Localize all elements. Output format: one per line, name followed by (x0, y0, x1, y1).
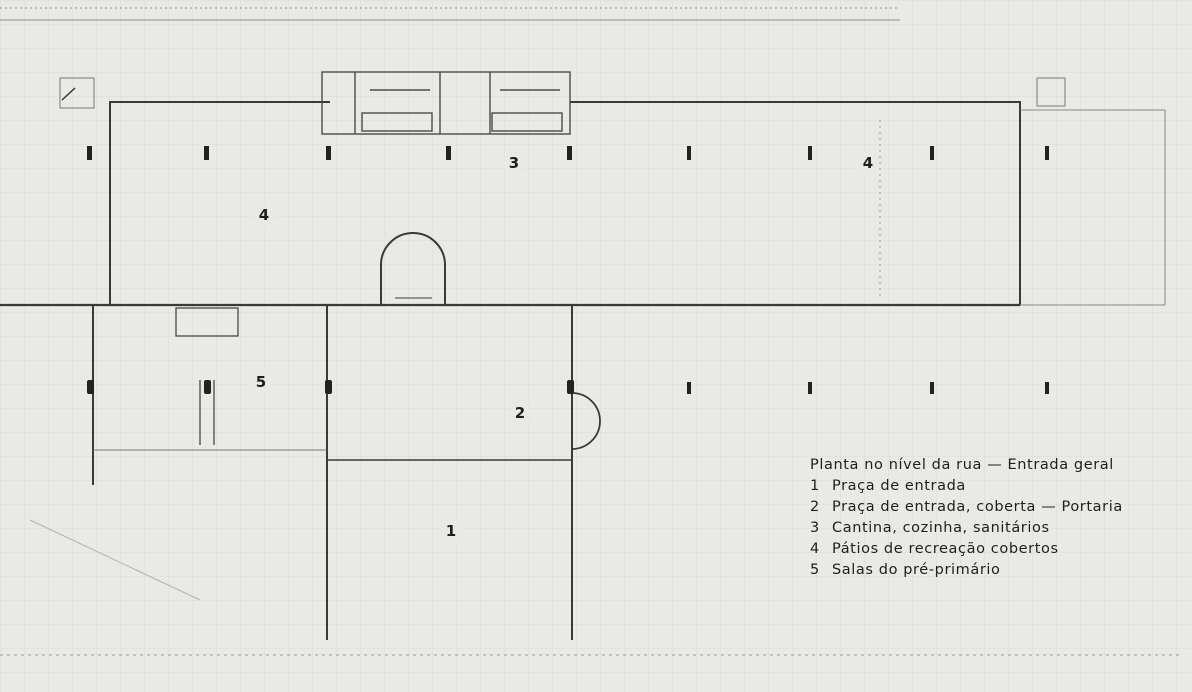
legend-item-text: Praça de entrada (832, 476, 1170, 497)
plan-legend: Planta no nível da rua — Entrada geral 1… (810, 455, 1170, 581)
area-label-2: 2 (515, 404, 525, 422)
area-label-4-left: 4 (259, 206, 269, 224)
legend-item: 5 Salas do pré-primário (810, 560, 1170, 581)
area-label-5: 5 (256, 373, 266, 391)
legend-item: 2 Praça de entrada, coberta — Portaria (810, 497, 1170, 518)
legend-item-number: 2 (810, 497, 832, 518)
legend-item: 4 Pátios de recreação cobertos (810, 539, 1170, 560)
legend-list: 1 Praça de entrada 2 Praça de entrada, c… (810, 476, 1170, 581)
legend-item: 1 Praça de entrada (810, 476, 1170, 497)
legend-item-number: 5 (810, 560, 832, 581)
legend-item-number: 4 (810, 539, 832, 560)
legend-item-number: 1 (810, 476, 832, 497)
legend-item-number: 3 (810, 518, 832, 539)
area-label-4-right: 4 (863, 154, 873, 172)
legend-item-text: Salas do pré-primário (832, 560, 1170, 581)
legend-item: 3 Cantina, cozinha, sanitários (810, 518, 1170, 539)
legend-item-text: Praça de entrada, coberta — Portaria (832, 497, 1170, 518)
legend-item-text: Cantina, cozinha, sanitários (832, 518, 1170, 539)
legend-title: Planta no nível da rua — Entrada geral (810, 455, 1170, 476)
area-label-1: 1 (446, 522, 456, 540)
legend-item-text: Pátios de recreação cobertos (832, 539, 1170, 560)
area-label-3: 3 (509, 154, 519, 172)
